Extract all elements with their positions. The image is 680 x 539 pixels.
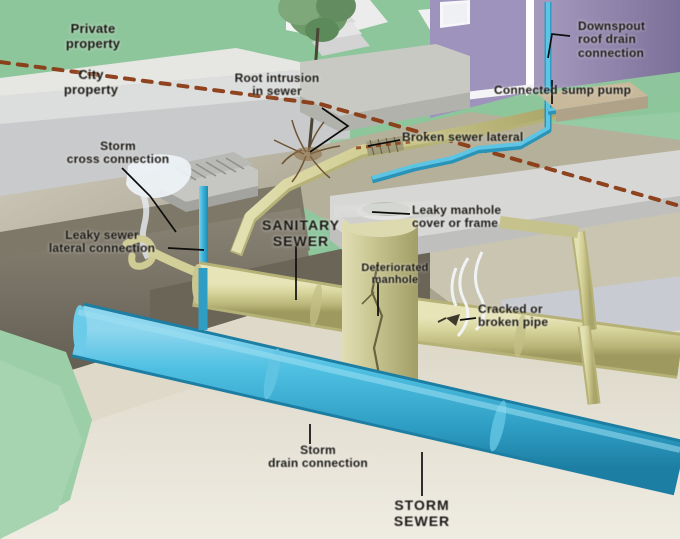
cracked-broken-pipe-label: Cracked or broken pipe xyxy=(478,302,549,330)
storm-sewer-main xyxy=(71,302,680,496)
storm-sewer-label: STORM SEWER xyxy=(393,497,451,529)
connected-sump-pump-label: Connected sump pump xyxy=(494,83,632,97)
private-property-label: Private property xyxy=(65,21,121,51)
city-property-label: City property xyxy=(63,67,119,97)
downspout-connection-label: Downspout roof drain connection xyxy=(578,19,646,60)
sanitary-sewer-label: SANITARY SEWER xyxy=(262,217,340,249)
leaky-manhole-label: Leaky manhole cover or frame xyxy=(412,203,502,231)
deteriorated-manhole-label: Deteriorated manhole xyxy=(361,262,429,287)
leader-lines xyxy=(121,33,571,496)
manhole-structure xyxy=(334,200,440,404)
broken-sewer-lateral-label: Broken sewer lateral xyxy=(402,130,524,144)
sanitary-sewer-main xyxy=(192,261,680,379)
infiltration-wisps xyxy=(450,251,486,337)
tree-canopy xyxy=(278,0,356,42)
storm-cross-connection-label: Storm cross connection xyxy=(66,139,170,167)
catch-basin xyxy=(126,152,258,260)
root-intrusion-label: Root intrusion in sewer xyxy=(234,71,320,99)
storm-drain-connection-label: Storm drain connection xyxy=(268,443,368,471)
leaky-sewer-lateral-label: Leaky sewer lateral connection xyxy=(48,228,156,256)
